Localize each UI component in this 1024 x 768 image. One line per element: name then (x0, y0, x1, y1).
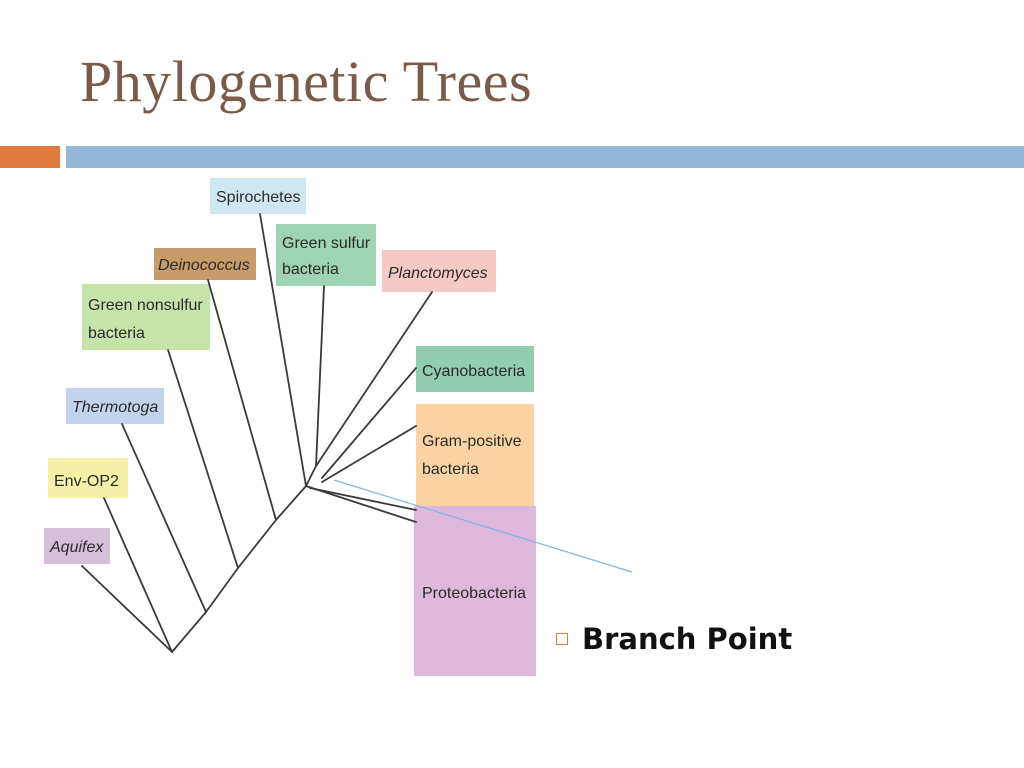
branch-cyanobacteria (321, 367, 417, 479)
label-box-thermotoga (66, 388, 164, 424)
bullet-text: Branch Point (582, 622, 793, 656)
label-box-planctomyces (382, 250, 496, 292)
label-thermotoga: Thermotoga (72, 399, 158, 416)
trunk-segment-2 (205, 567, 239, 613)
label-green-nonsulfur-line2: bacteria (88, 325, 145, 342)
branch-spirochetes (259, 213, 307, 487)
branch-deinococcus (207, 279, 277, 521)
label-box-spirochetes (210, 178, 306, 214)
accent-bar-blue (66, 146, 1024, 168)
label-box-cyanobacteria (416, 346, 534, 392)
branch-aquifex (81, 565, 173, 653)
trunk-segment-5 (305, 465, 317, 487)
label-box-aquifex (44, 528, 110, 564)
bullet-item: Branch Point (556, 622, 792, 656)
branch-planctomyces (315, 291, 433, 467)
branch-point-pointer (333, 479, 633, 573)
label-box-gram-positive (416, 404, 534, 506)
label-env-op2: Env-OP2 (54, 473, 119, 490)
label-green-sulfur-line1: Green sulfur (282, 235, 371, 252)
branch-green-nonsulfur (167, 349, 239, 569)
slide-title: Phylogenetic Trees (80, 49, 533, 114)
label-gram-positive-line2: bacteria (422, 461, 479, 478)
label-aquifex: Aquifex (49, 539, 104, 556)
label-box-env-op2 (48, 458, 128, 498)
branch-env-op2 (103, 497, 173, 653)
branch-gram-positive (321, 425, 417, 483)
branch-thermotoga (121, 423, 207, 613)
label-box-proteobacteria (414, 506, 536, 676)
label-cyanobacteria: Cyanobacteria (422, 363, 525, 380)
label-spirochetes: Spirochetes (216, 189, 301, 206)
trunk-segment-1 (171, 611, 207, 653)
label-green-sulfur-line2: bacteria (282, 261, 339, 278)
branch-proteobacteria-2 (309, 487, 417, 511)
label-box-deinococcus (154, 248, 256, 280)
branch-proteobacteria (305, 485, 417, 523)
label-green-nonsulfur-line1: Green nonsulfur (88, 297, 203, 314)
label-planctomyces: Planctomyces (388, 265, 488, 282)
label-deinococcus: Deinococcus (158, 257, 250, 274)
label-proteobacteria: Proteobacteria (422, 585, 526, 602)
bullet-square-icon (556, 633, 568, 645)
accent-bar-orange (0, 146, 60, 168)
trunk-segment-3 (237, 519, 277, 569)
trunk-segment-4 (275, 485, 307, 521)
label-gram-positive-line1: Gram-positive (422, 433, 522, 450)
label-box-green-nonsulfur (82, 284, 210, 350)
label-box-green-sulfur (276, 224, 376, 286)
branch-green-sulfur (315, 285, 325, 467)
